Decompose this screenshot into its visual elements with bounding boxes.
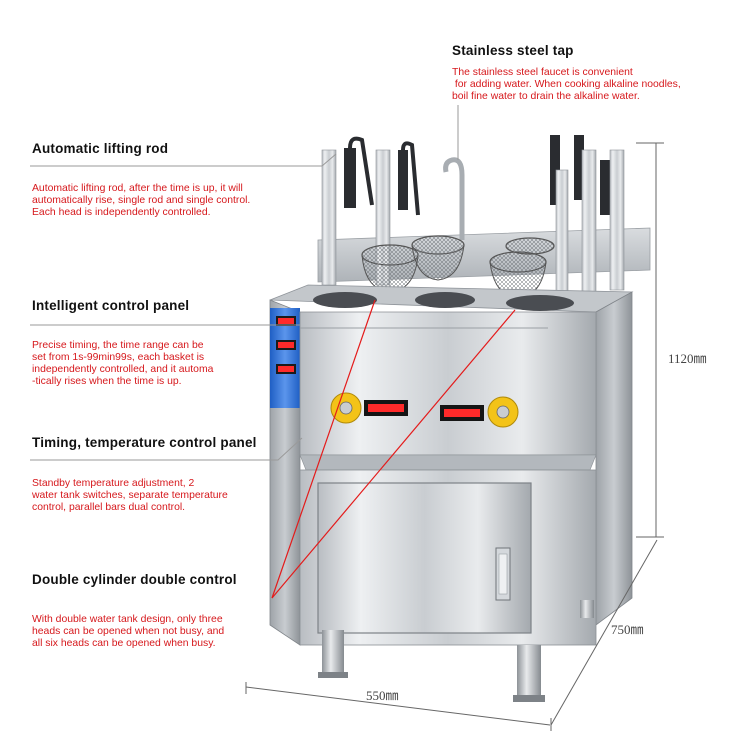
tap-description: The stainless steel faucet is convenient… <box>452 67 681 103</box>
left-temperature-knob <box>330 392 362 424</box>
lifting-rod-title: Automatic lifting rod <box>32 141 169 156</box>
right-side-panel <box>595 291 633 626</box>
tap-title: Stainless steel tap <box>452 43 574 58</box>
control-panel-line-4: -tically rises when the time is up. <box>32 376 182 387</box>
left-control-column <box>270 308 300 408</box>
double-cylinder-line-3: all six heads can be opened when busy. <box>32 638 216 649</box>
timing-panel-line-3: control, parallel bars dual control. <box>32 502 186 513</box>
right-temperature-knob <box>487 396 519 428</box>
double-cylinder-description: With double water tank design, only thre… <box>32 614 224 650</box>
front-upper-panel <box>299 311 597 456</box>
cooking-well-left <box>313 292 377 308</box>
cooking-well-right <box>506 295 574 311</box>
double-cylinder-line-2: heads can be opened when not busy, and <box>32 626 225 637</box>
tap-line-2: for adding water. When cooking alkaline … <box>452 79 681 90</box>
tap-line-1: The stainless steel faucet is convenient <box>452 67 633 78</box>
pointer-lines <box>271 299 516 599</box>
control-panel-line-2: set from 1s-99min99s, each basket is <box>32 352 205 363</box>
lifting-rod-description: Automatic lifting rod, after the time is… <box>32 183 250 219</box>
panel-ledge <box>299 454 597 471</box>
height-dimension-label: 1120㎜ <box>668 351 707 366</box>
legs <box>318 600 594 702</box>
control-panel-title: Intelligent control panel <box>32 298 190 313</box>
right-lifting-rods <box>550 135 625 301</box>
lifting-rod-line-3: Each head is independently controlled. <box>32 207 211 218</box>
timing-panel-line-2: water tank switches, separate temperatur… <box>32 490 228 501</box>
lifting-rod-line-2: automatically rise, single rod and singl… <box>32 195 251 206</box>
control-panel-line-1: Precise timing, the time range can be <box>32 340 204 351</box>
cooking-well-center <box>415 292 475 308</box>
tap-line-3: boil fine water to drain the alkaline wa… <box>452 91 640 102</box>
double-cylinder-title: Double cylinder double control <box>32 572 237 587</box>
double-cylinder-line-1: With double water tank design, only thre… <box>32 614 223 625</box>
width-dimension-label: 550㎜ <box>366 688 399 703</box>
timing-panel-line-1: Standby temperature adjustment, 2 <box>32 478 195 489</box>
dimension-lines <box>245 142 664 731</box>
water-tap <box>443 157 465 240</box>
leader-lines <box>30 105 459 461</box>
timing-panel-description: Standby temperature adjustment, 2 water … <box>32 478 228 514</box>
depth-dimension-label: 750㎜ <box>611 622 644 637</box>
control-panel-line-3: independently controlled, and it automa <box>32 364 214 375</box>
lifting-rod-line-1: Automatic lifting rod, after the time is… <box>32 183 243 194</box>
control-panel-description: Precise timing, the time range can be se… <box>32 340 213 388</box>
timing-panel-title: Timing, temperature control panel <box>32 435 257 450</box>
